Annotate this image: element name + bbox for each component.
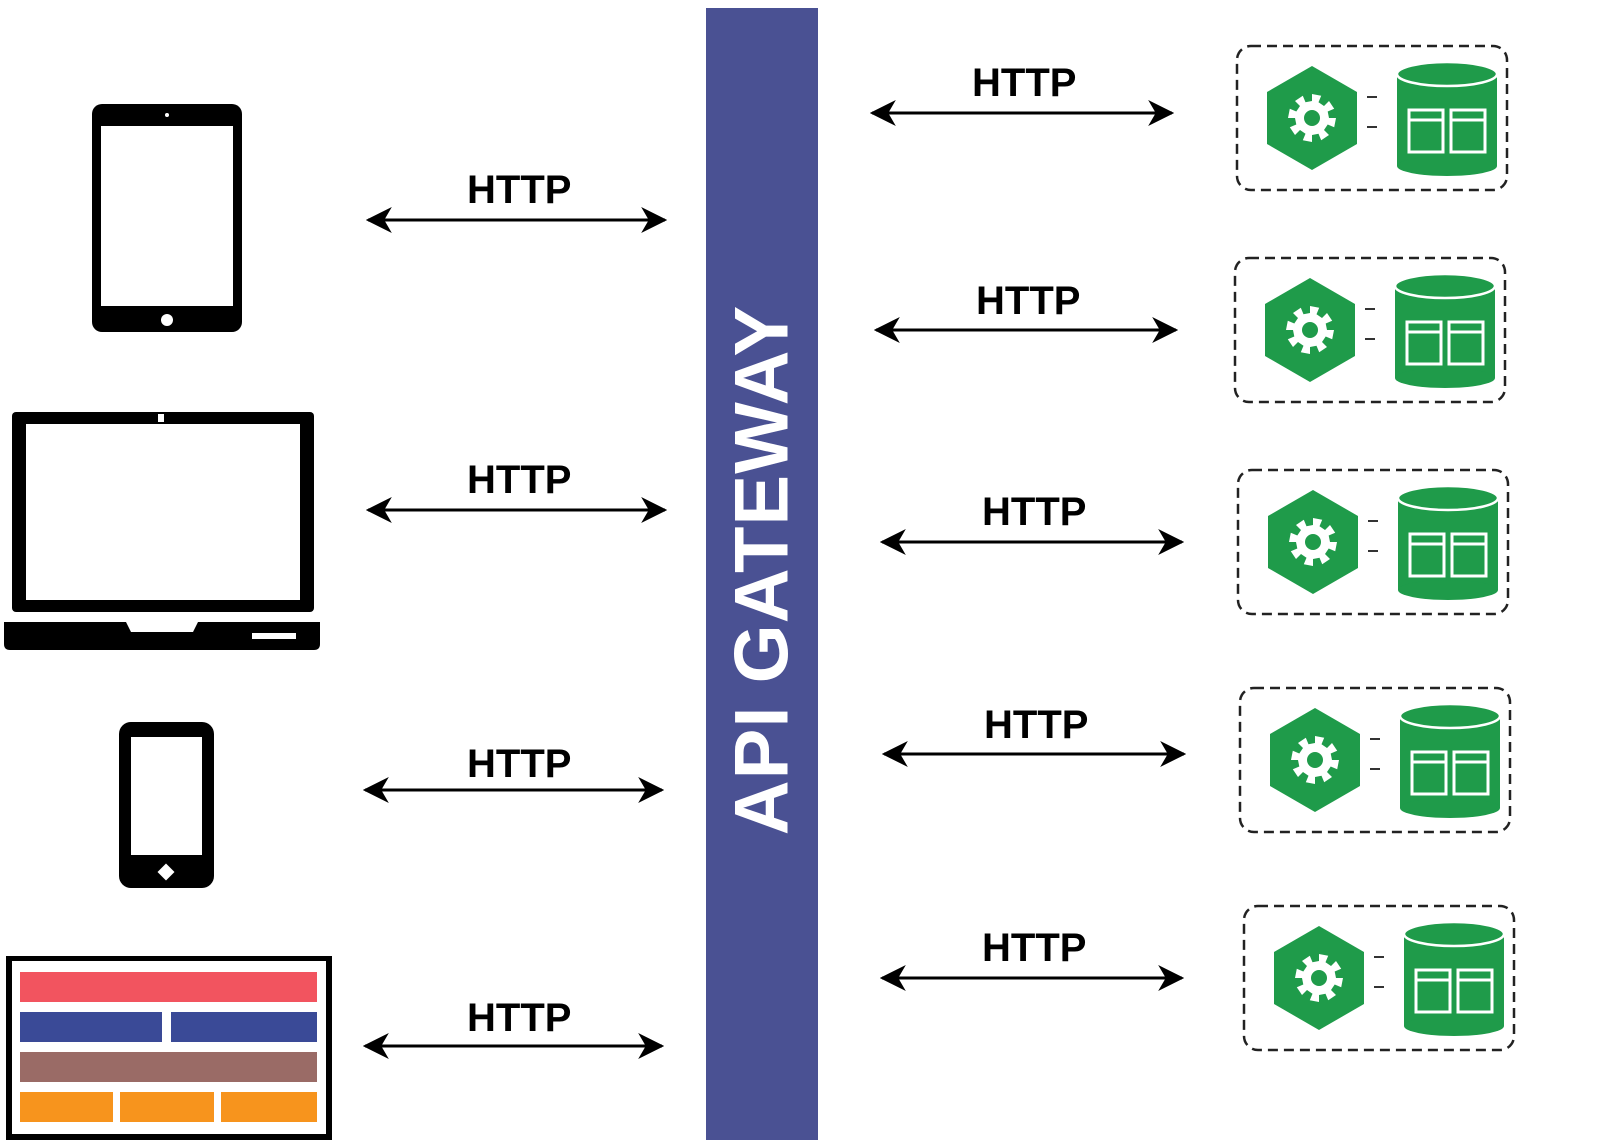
connector-tick: [1368, 550, 1378, 552]
connector-tick: [1370, 738, 1380, 740]
gear-hole: [1305, 534, 1321, 550]
laptop-icon: [4, 412, 320, 650]
tablet-icon: [92, 104, 242, 332]
database-bottom: [1397, 156, 1497, 176]
database-panel: [1407, 108, 1445, 154]
connector-tick: [1374, 956, 1384, 958]
database-top: [1396, 484, 1500, 512]
service-arrows: [869, 100, 1187, 991]
connector-tick: [1365, 338, 1375, 340]
smartphone-icon: [119, 722, 214, 888]
microservice-4: [1238, 686, 1512, 834]
database-panel: [1456, 968, 1494, 1014]
database-top: [1395, 60, 1499, 88]
connector-tick: [1368, 520, 1378, 522]
database-top: [1402, 920, 1506, 948]
gear-hole: [1304, 110, 1320, 126]
gear-hole: [1311, 970, 1327, 986]
client-http-label-3: HTTP: [467, 742, 572, 786]
microservice-5: [1242, 904, 1516, 1052]
services-group: [1233, 44, 1516, 1052]
service-http-label-1: HTTP: [972, 61, 1077, 105]
database-panel: [1452, 750, 1490, 796]
database-panel: [1405, 320, 1443, 366]
microservice-1: [1235, 44, 1509, 192]
service-boundary: [1238, 686, 1512, 834]
service-boundary: [1242, 904, 1516, 1052]
database-top: [1393, 272, 1497, 300]
client-http-label-1: HTTP: [467, 168, 572, 212]
database-icon: [1395, 60, 1499, 176]
microservice-2: [1233, 256, 1507, 404]
api-gateway-bar: [706, 8, 818, 1140]
database-icon: [1402, 920, 1506, 1036]
service-http-label-3: HTTP: [982, 490, 1087, 534]
client-http-label-2: HTTP: [467, 458, 572, 502]
connector-tick: [1374, 986, 1384, 988]
service-http-label-4: HTTP: [984, 703, 1089, 747]
connector-tick: [1367, 96, 1377, 98]
service-http-label-2: HTTP: [976, 279, 1081, 323]
database-panel: [1408, 532, 1446, 578]
client-arrows: [362, 207, 668, 1059]
database-icon: [1398, 702, 1502, 818]
database-icon: [1393, 272, 1497, 388]
database-panel: [1410, 750, 1448, 796]
web-layout-icon: [6, 956, 332, 1140]
database-bottom: [1400, 798, 1500, 818]
service-boundary: [1235, 44, 1509, 192]
service-boundary: [1233, 256, 1507, 404]
microservice-3: [1236, 468, 1510, 616]
database-bottom: [1398, 580, 1498, 600]
database-bottom: [1395, 368, 1495, 388]
connector-tick: [1367, 126, 1377, 128]
database-panel: [1447, 320, 1485, 366]
service-boundary: [1236, 468, 1510, 616]
gear-hole: [1307, 752, 1323, 768]
service-http-label-5: HTTP: [982, 926, 1087, 970]
database-bottom: [1404, 1016, 1504, 1036]
api-gateway-label: API GATEWAY: [719, 304, 805, 836]
database-icon: [1396, 484, 1500, 600]
connector-tick: [1370, 768, 1380, 770]
database-top: [1398, 702, 1502, 730]
gear-hole: [1302, 322, 1318, 338]
database-panel: [1450, 532, 1488, 578]
connector-tick: [1365, 308, 1375, 310]
database-panel: [1449, 108, 1487, 154]
database-panel: [1414, 968, 1452, 1014]
client-http-label-4: HTTP: [467, 996, 572, 1040]
